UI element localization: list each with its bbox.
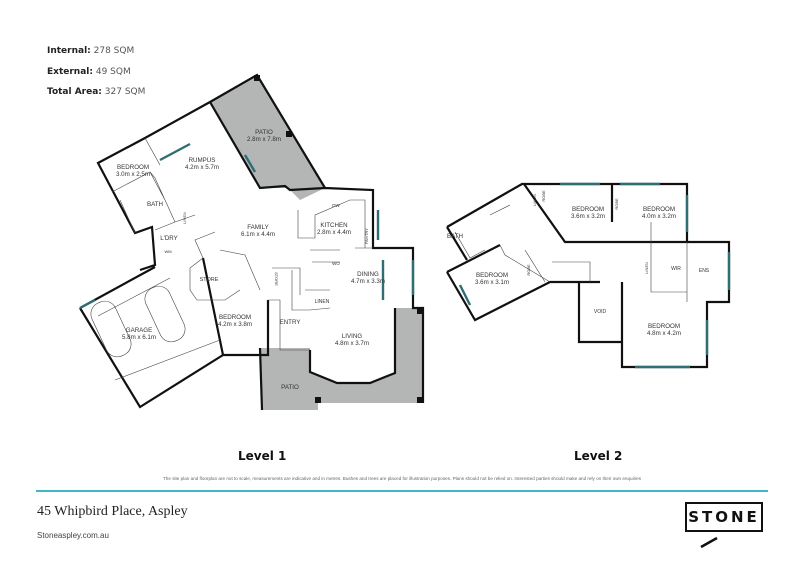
logo-speech-tail [700, 536, 718, 549]
room-size-bedroom: 3.6m x 3.1m [475, 279, 509, 286]
external-area: External: 49 SQM [47, 67, 131, 77]
room-label-linen: LINEN [532, 194, 537, 206]
room-label-patio: PATIO [255, 129, 273, 136]
room-label-bath: BATH [147, 201, 163, 208]
car-icon [90, 285, 186, 358]
room-label-linen: LINEN [182, 212, 187, 224]
internal-area: Internal: 278 SQM [47, 46, 135, 56]
patio-top-area [210, 75, 325, 200]
room-size-bedroom: 4.8m x 4.2m [647, 330, 681, 337]
level2-title: Level 2 [574, 449, 623, 463]
level2-plan: BATH LINEN ROBE BEDROOM 3.6m x 3.2m ROBE… [446, 182, 731, 369]
divider [36, 490, 768, 492]
room-label-patio: PATIO [281, 384, 299, 391]
room-label-bedroom: BEDROOM [572, 206, 604, 213]
room-label-bedroom: BEDROOM [117, 164, 149, 171]
website-link[interactable]: Stoneaspley.com.au [37, 531, 109, 540]
level1-plan: PATIO 2.8m x 7.8m RUMPUS 4.2m x 5.7m BED… [79, 73, 425, 411]
room-size-patio: 2.8m x 7.8m [247, 136, 281, 143]
post [315, 397, 321, 403]
room-size-family: 6.1m x 4.4m [241, 231, 275, 238]
room-label-dw: DW [332, 203, 340, 208]
room-label-linen: LINEN [644, 262, 649, 274]
room-label-wo: WO [332, 261, 340, 266]
room-label-kitchen: KITCHEN [320, 222, 347, 229]
room-size-bedroom: 3.6m x 3.2m [571, 213, 605, 220]
room-size-kitchen: 2.8m x 4.4m [317, 229, 351, 236]
patio-bottom-area [260, 308, 423, 410]
room-label-robe: ROBE [541, 190, 546, 202]
room-size-living: 4.8m x 3.7m [335, 340, 369, 347]
stone-logo: STONE [685, 502, 763, 532]
post [254, 75, 260, 81]
room-label-bedroom: BEDROOM [219, 314, 251, 321]
room-label-robe: ROBE [614, 198, 619, 210]
total-area: Total Area: 327 SQM [47, 87, 146, 97]
property-address: 45 Whipbird Place, Aspley [37, 504, 188, 519]
room-size-bedroom: 4.0m x 3.2m [642, 213, 676, 220]
room-label-living: LIVING [342, 333, 362, 340]
room-label-void: VOID [594, 309, 607, 315]
room-label-robe: ROBE [526, 264, 531, 276]
room-label-ens: ENS [699, 268, 710, 274]
post [417, 397, 423, 403]
room-label-store: STORE [274, 272, 279, 286]
room-label-store: STORE [200, 277, 219, 283]
room-size-dining: 4.7m x 3.3m [351, 278, 385, 285]
room-size-rumpus: 4.2m x 5.7m [185, 164, 219, 171]
room-label-pantry: PANTRY [364, 228, 369, 244]
level1-title: Level 1 [238, 449, 287, 463]
room-label-bedroom: BEDROOM [648, 323, 680, 330]
room-size-garage: 5.8m x 6.1m [122, 334, 156, 341]
disclaimer: The site plan and floorplan are not to s… [163, 476, 642, 481]
room-label-wir: WIR [671, 266, 681, 272]
room-label-family: FAMILY [247, 224, 269, 231]
room-label-rumpus: RUMPUS [189, 157, 216, 164]
post [417, 308, 423, 314]
room-label-entry: ENTRY [280, 319, 301, 326]
room-size-bedroom: 3.0m x 2.5m [116, 171, 150, 178]
room-label-bedroom: BEDROOM [643, 206, 675, 213]
room-label-laundry: L'DRY [160, 235, 178, 242]
room-label-bath: BATH [447, 233, 463, 240]
room-label-garage: GARAGE [126, 327, 152, 334]
post [286, 131, 292, 137]
room-label-bedroom: BEDROOM [476, 272, 508, 279]
room-size-bedroom: 4.2m x 3.8m [218, 321, 252, 328]
room-label-linen: LINEN [315, 299, 330, 305]
room-label-dining: DINING [357, 271, 379, 278]
garage-door [97, 277, 221, 381]
room-label-wm: WM [164, 249, 171, 254]
